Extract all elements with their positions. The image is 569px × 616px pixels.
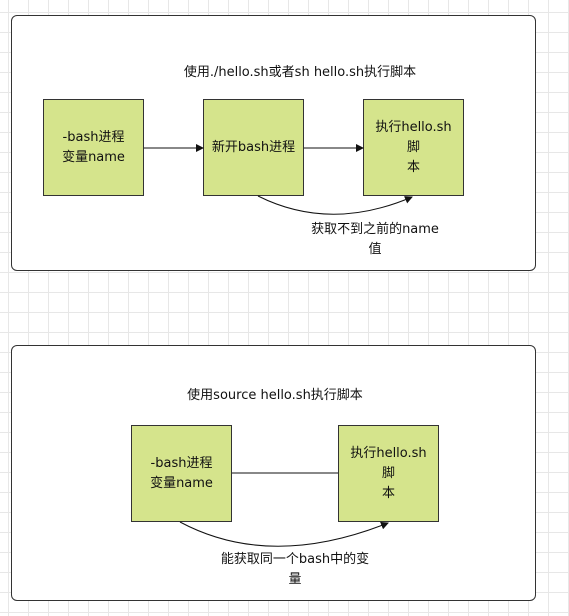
node-run-script-2[interactable]: 执行hello.sh脚 本 [338, 425, 439, 522]
diagram1-title: 使用./hello.sh或者sh hello.sh执行脚本 [183, 65, 417, 80]
node-run-script[interactable]: 执行hello.sh脚 本 [363, 99, 464, 196]
node-parent-bash-2[interactable]: -bash进程 变量name [131, 425, 232, 522]
diagram2-edge-label: 能获取同一个bash中的变 量 [220, 552, 370, 587]
diagram1-edge-label: 获取不到之前的name 值 [311, 222, 439, 257]
node-new-bash[interactable]: 新开bash进程 [203, 99, 304, 196]
diagram2-title: 使用source hello.sh执行脚本 [187, 388, 363, 403]
node-parent-bash[interactable]: -bash进程 变量name [43, 99, 144, 196]
